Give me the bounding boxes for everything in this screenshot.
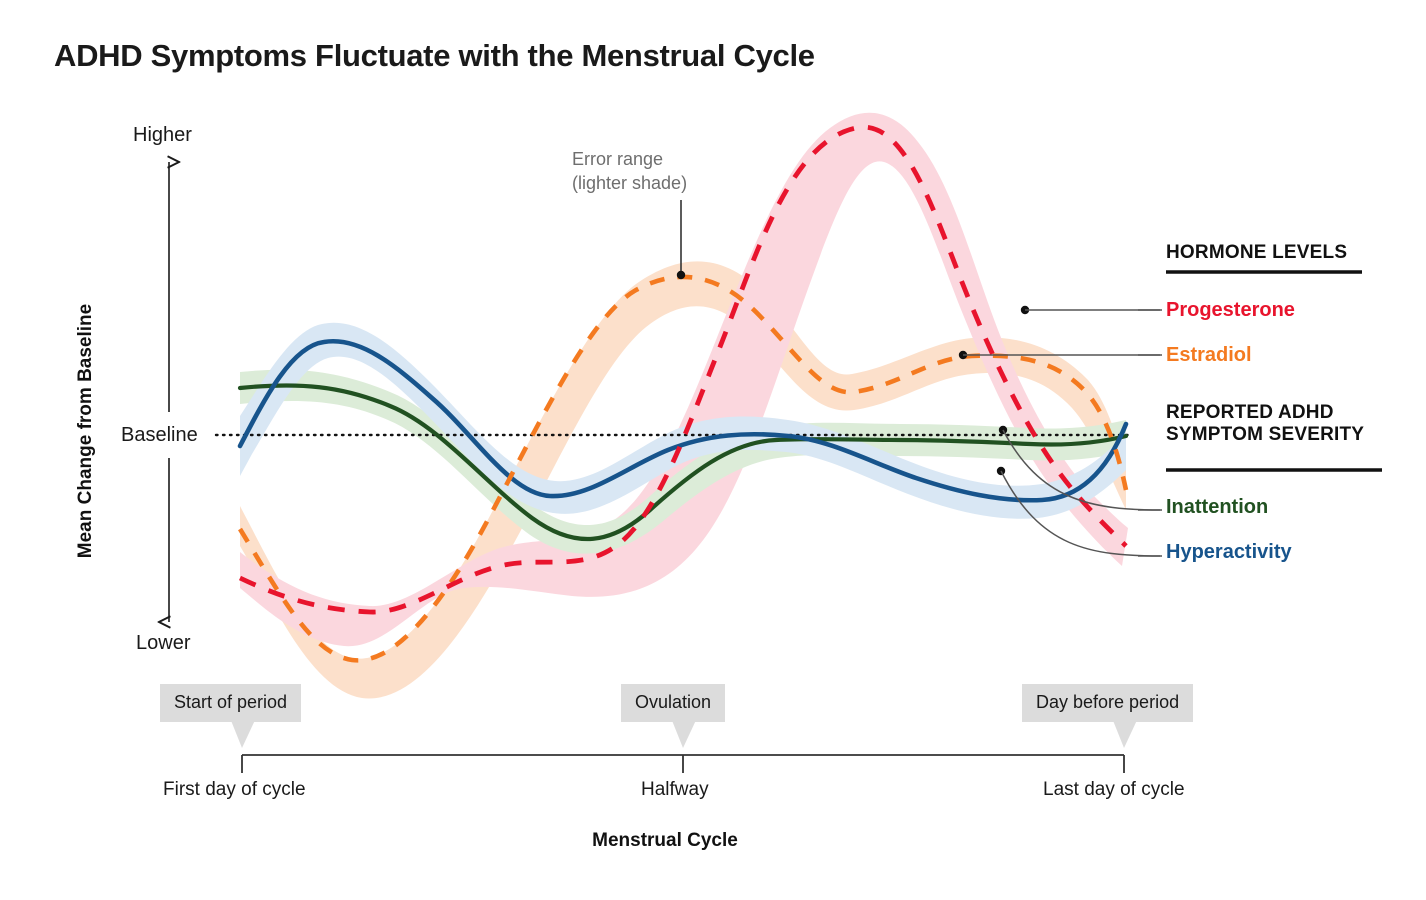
- legend-item-estradiol[interactable]: Estradiol: [1166, 344, 1252, 366]
- x-tick-last-day: Last day of cycle: [1043, 779, 1185, 800]
- legend-group-symptoms-title: REPORTED ADHD SYMPTOM SEVERITY: [1166, 402, 1364, 447]
- legend-swatches: [1138, 309, 1160, 557]
- band-progesterone: [240, 112, 1128, 647]
- legend-item-inattention[interactable]: Inattention: [1166, 496, 1269, 518]
- leader-inattention: [998, 425, 1163, 511]
- legend-group-symptoms-title-line2: SYMPTOM SEVERITY: [1166, 424, 1365, 446]
- page-title: ADHD Symptoms Fluctuate with the Menstru…: [54, 38, 815, 73]
- legend-group-hormones-title: HORMONE LEVELS: [1166, 242, 1348, 263]
- band-hyperactivity: [240, 322, 1126, 519]
- series-line-progesterone: [238, 124, 1128, 615]
- error-range-annotation: Error range (lighter shade): [572, 147, 687, 196]
- error-range-line1: Error range: [572, 149, 664, 169]
- x-tick-first-day: First day of cycle: [163, 779, 306, 800]
- tick-callout-start-of-period: Start of period: [160, 684, 302, 722]
- x-axis-bracket: [241, 754, 1125, 773]
- legend-item-progesterone[interactable]: Progesterone: [1166, 299, 1295, 321]
- series-line-inattention: [237, 383, 1129, 542]
- legend-group-symptoms-title-line1: REPORTED ADHD: [1166, 402, 1334, 423]
- leader-estradiol: [958, 350, 1162, 360]
- tick-callout-pointers: [230, 718, 1138, 748]
- leader-hyperactivity: [996, 466, 1163, 557]
- band-estradiol: [240, 261, 1126, 699]
- series-line-estradiol: [238, 274, 1129, 663]
- tick-callout-day-before-period: Day before period: [1022, 684, 1194, 722]
- tick-callout-ovulation: Ovulation: [621, 684, 726, 722]
- series-line-hyperactivity: [237, 338, 1129, 503]
- y-axis-low-label: Lower: [136, 632, 191, 654]
- error-range-callout-leader: [676, 200, 686, 280]
- legend-item-hyperactivity[interactable]: Hyperactivity: [1166, 541, 1292, 563]
- y-axis-baseline-label: Baseline: [121, 424, 198, 446]
- error-range-line2: (lighter shade): [572, 173, 688, 194]
- y-axis-high-label: Higher: [133, 124, 192, 146]
- x-tick-halfway: Halfway: [641, 779, 709, 800]
- x-axis-label: Menstrual Cycle: [592, 830, 738, 851]
